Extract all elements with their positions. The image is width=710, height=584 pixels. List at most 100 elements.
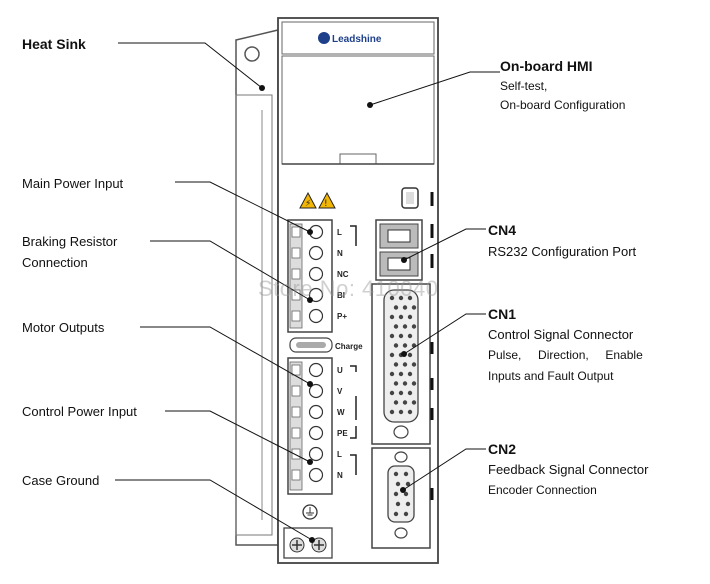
label-cn4-desc: RS232 Configuration Port [488,244,637,259]
terminal-block-power [287,219,333,333]
terminal-block-motor [287,357,333,495]
ground-symbol-icon [302,504,318,520]
label-cn4-title: CN4 [488,222,517,238]
cn1-pin [389,409,395,415]
cn4-connector [375,187,423,281]
cn1-pin [393,381,399,386]
cn2-pin [395,481,401,487]
label-hmi-title: On-board HMI [500,58,593,74]
cn1-pin [398,390,404,396]
cn1-pin [402,343,408,348]
terminal-label: BI [337,291,345,300]
terminal-slot [291,406,301,418]
label-motor-outputs: Motor Outputs [22,320,105,335]
case-ground-screws [283,527,333,559]
label-main-power-input: Main Power Input [22,176,124,191]
cn1-pin [407,295,413,301]
label-hmi-line1: Self-test, [500,79,548,93]
cn1-pin [389,371,395,377]
cn1-pin [393,324,399,329]
cn1-pin [407,390,413,396]
cn1-pin [389,333,395,339]
label-cn2-line2: Encoder Connection [488,483,597,497]
charge-indicator: Charge [289,337,363,353]
terminal-screw [308,467,324,483]
cn2-pin [403,511,409,517]
label-heat-sink: Heat Sink [22,36,86,52]
terminal-slot [291,247,301,259]
cn1-pin [389,352,395,358]
terminal-label: N [337,249,343,258]
terminal-label: W [337,408,345,417]
label-cn1-desc: Control Signal Connector [488,327,634,342]
terminal-screw [308,308,324,324]
cn1-pin [398,409,404,415]
cn1-pin [411,305,417,310]
label-cn1-line2: Pulse, Direction, Enable [488,348,643,362]
label-hmi-line2: On-board Configuration [500,98,626,112]
cn1-pin [411,324,417,329]
terminal-label: P+ [337,312,347,321]
terminal-slot [291,310,301,322]
charge-label: Charge [335,342,363,351]
cn1-pin [402,381,408,386]
terminal-screw [308,266,324,282]
cn1-pin [402,305,408,310]
cn1-pin [402,362,408,367]
svg-text:!: ! [324,199,328,209]
cn2-pin [405,481,411,487]
terminal-screw [308,383,324,399]
terminal-label: N [337,471,343,480]
cn1-pin [407,333,413,339]
terminal-screw [308,287,324,303]
terminal-label: NC [337,270,349,279]
svg-text:⚡: ⚡ [305,199,311,209]
cn1-pin [389,314,395,320]
leader-lines [115,42,500,541]
cn2-pin [405,501,411,507]
label-braking-connection: Connection [22,255,88,270]
label-cn1-line3: Inputs and Fault Output [488,369,614,383]
cn1-pin [389,295,395,301]
terminal-slot [291,364,301,376]
terminal-slot [291,469,301,481]
cn2-pin [393,511,399,517]
cn1-pin [407,352,413,358]
cn1-pin [402,324,408,329]
watermark: Store No: 410040 [258,276,439,301]
terminal-screw [308,425,324,441]
cn1-pin [398,333,404,339]
terminal-brackets [350,225,357,475]
terminal-screw [308,446,324,462]
cn1-pin [398,314,404,320]
label-control-power-input: Control Power Input [22,404,137,419]
cn1-pin [398,371,404,377]
cn1-pin [393,305,399,310]
cn1-pin [407,314,413,320]
cn2-pin [395,501,401,507]
warning-icons: ⚡ ! [299,191,336,209]
terminal-screw [308,245,324,261]
cn1-pin [402,400,408,405]
cn1-pin [411,381,417,386]
cn2-pin [393,471,399,477]
cn2-pin [403,471,409,477]
cn2-pin [403,491,409,497]
terminal-label: L [337,228,342,237]
cn1-pin [393,362,399,367]
terminal-label: L [337,450,342,459]
cn1-connector [371,283,431,445]
terminal-label: U [337,366,343,375]
terminal-label: PE [337,429,348,438]
cn1-pin [393,343,399,348]
label-braking-resistor: Braking Resistor [22,234,118,249]
cn1-pin [393,400,399,405]
cn2-connector [371,447,431,549]
terminal-slot [291,226,301,238]
cn2-pin [393,491,399,497]
terminal-slot [291,448,301,460]
terminal-slot [291,385,301,397]
cn1-pin [398,295,404,301]
cn1-pin [411,362,417,367]
cn1-pin [389,390,395,396]
